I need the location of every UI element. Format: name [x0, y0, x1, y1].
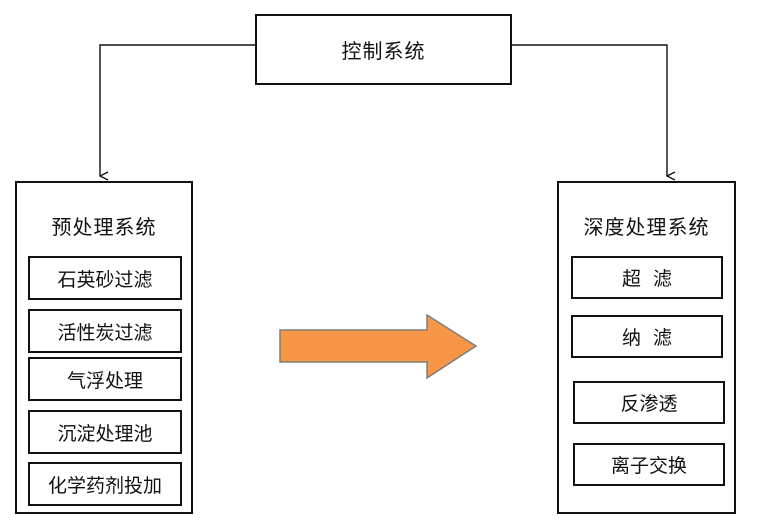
pretreatment-item-label: 化学药剂投加 [47, 474, 162, 497]
advanced-item-ion-exchange: 离子交换 [573, 443, 725, 486]
pretreatment-item-label: 气浮处理 [66, 369, 143, 392]
advanced-treatment-system-panel: 深度处理系统 超 滤 纳 滤 反渗透 离子交换 [557, 181, 736, 514]
pretreatment-item-activated-carbon-filtration: 活性炭过滤 [28, 309, 182, 353]
pretreatment-item-quartz-sand-filtration: 石英砂过滤 [28, 256, 182, 300]
pretreatment-item-sedimentation-tank: 沉淀处理池 [28, 410, 182, 454]
control-system-box: 控制系统 [255, 14, 512, 85]
advanced-treatment-system-title: 深度处理系统 [583, 215, 710, 239]
pretreatment-system-title: 预处理系统 [51, 215, 157, 239]
pretreatment-item-label: 石英砂过滤 [57, 268, 153, 291]
advanced-item-nanofiltration: 纳 滤 [571, 315, 723, 358]
control-to-pretreatment-connector [100, 44, 255, 176]
pretreatment-system-panel: 预处理系统 石英砂过滤 活性炭过滤 气浮处理 沉淀处理池 化学药剂投加 [15, 181, 193, 514]
advanced-item-label: 纳 滤 [621, 327, 673, 349]
advanced-item-ultrafiltration: 超 滤 [571, 256, 723, 299]
pretreatment-item-chemical-dosing: 化学药剂投加 [28, 462, 182, 506]
pretreatment-item-label: 沉淀处理池 [57, 422, 153, 445]
advanced-item-label: 超 滤 [621, 268, 673, 290]
pretreatment-item-label: 活性炭过滤 [57, 321, 153, 344]
advanced-item-label: 离子交换 [610, 455, 687, 477]
advanced-item-reverse-osmosis: 反渗透 [573, 381, 725, 424]
control-system-label: 控制系统 [341, 39, 426, 63]
pretreatment-item-air-flotation: 气浮处理 [28, 357, 182, 401]
process-flow-arrow [279, 313, 478, 380]
advanced-item-label: 反渗透 [620, 393, 678, 415]
control-to-advanced-connector [512, 44, 667, 176]
